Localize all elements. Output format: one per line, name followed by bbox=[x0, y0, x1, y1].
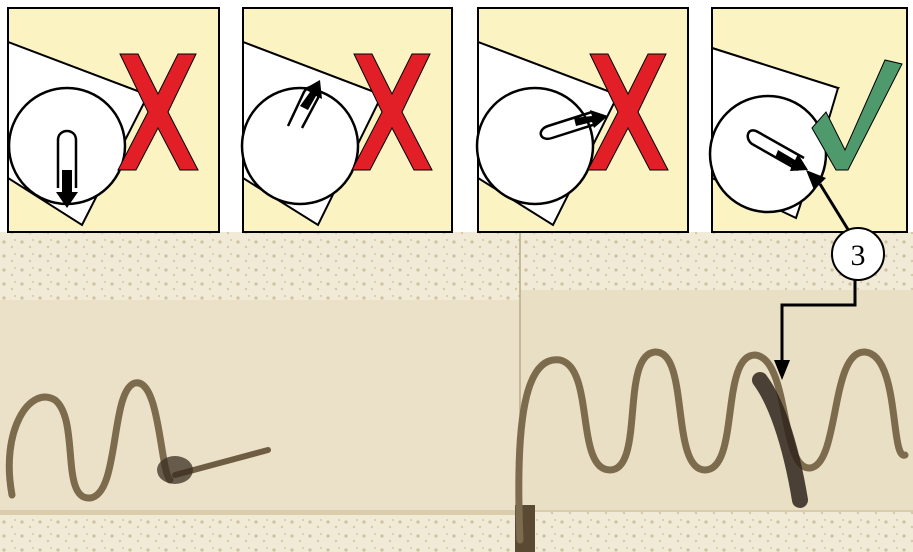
kiln-photo bbox=[0, 232, 913, 552]
lower-brick-right bbox=[535, 512, 913, 552]
upper-brick-left bbox=[0, 232, 520, 300]
scorch-mark-left bbox=[157, 456, 193, 484]
panel-2 bbox=[242, 8, 452, 232]
panel-3 bbox=[477, 8, 688, 232]
panel-4 bbox=[710, 8, 907, 232]
callout-label: 3 bbox=[851, 239, 866, 272]
panel-1 bbox=[8, 8, 219, 232]
element-coil-end bbox=[242, 88, 358, 204]
element-coil-end bbox=[477, 88, 593, 204]
lower-brick-left bbox=[0, 515, 515, 552]
groove-face-left bbox=[0, 300, 520, 510]
